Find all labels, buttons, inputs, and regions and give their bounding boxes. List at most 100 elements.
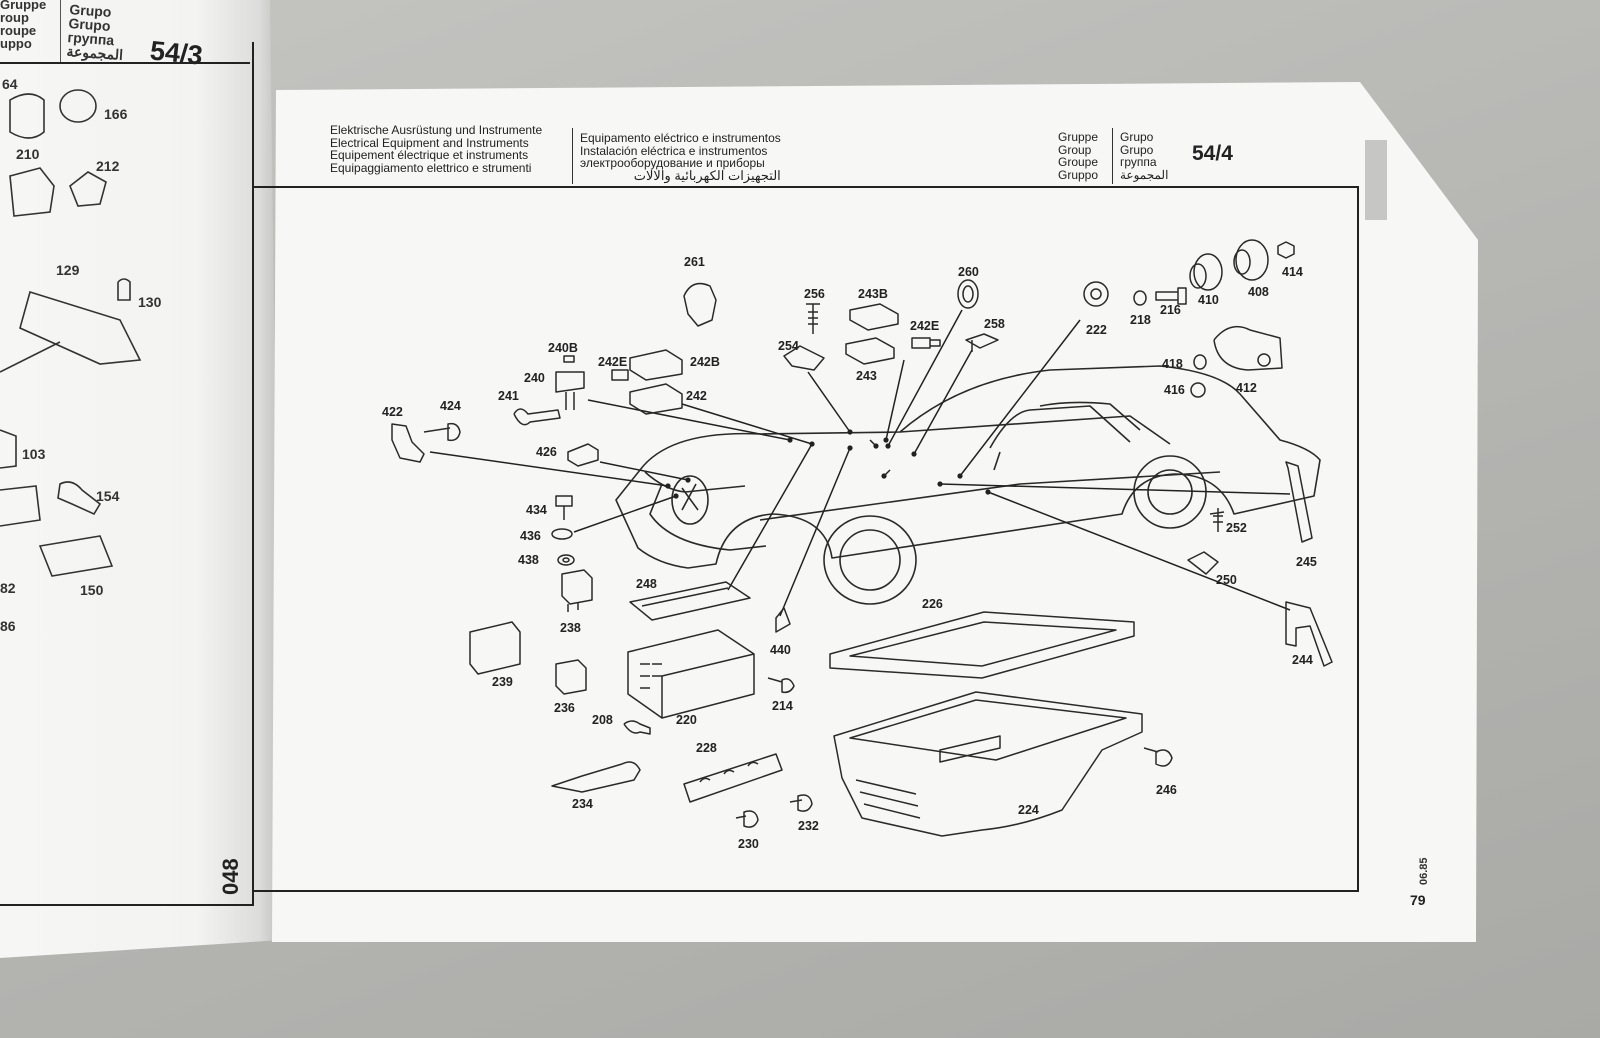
header-group-label: Grupo [1120, 142, 1154, 157]
leader-dots [665, 429, 991, 499]
part-label: 256 [804, 287, 825, 301]
part-label: 244 [1292, 653, 1313, 667]
header-line: Electrical Equipment and Instruments [330, 135, 529, 150]
part-label: 222 [1086, 323, 1107, 337]
part-label: 434 [526, 503, 547, 517]
header-group-labels: Gruppe Group Groupe Gruppo [1058, 131, 1098, 181]
header-line: Equipamento eléctrico e instrumentos [580, 131, 781, 145]
header-group-label: Group [1058, 142, 1092, 157]
left-part-number: 210 [16, 146, 40, 162]
header-line: التجهيزات الكهربائية والالات [633, 167, 781, 183]
header-line: Equipement électrique et instruments [330, 148, 529, 162]
part-label: 230 [738, 837, 759, 851]
left-part-number: 150 [80, 582, 104, 598]
car-outline-drawing [615, 365, 1321, 605]
part-label: 243B [858, 287, 888, 301]
left-group-labels: Gruppe roup roupe uppo [0, 0, 46, 50]
left-part-number: 129 [56, 262, 80, 278]
left-part-number: 82 [0, 580, 16, 596]
part-label: 424 [440, 399, 461, 413]
edition-date: 06.85 [1418, 857, 1430, 885]
part-label: 438 [518, 553, 539, 567]
part-label: 218 [1130, 313, 1151, 327]
part-label: 248 [636, 577, 657, 591]
left-header-separator [60, 0, 61, 62]
header-line: Equipaggiamento elettrico e strumenti [330, 160, 532, 175]
left-group-label: Gruppe [0, 0, 47, 12]
part-label: 254 [778, 339, 799, 353]
left-page: Gruppe roup roupe uppo Grupo Grupo групп… [0, 0, 282, 958]
page-edge-tab [1365, 140, 1387, 220]
part-label: 242E [598, 355, 627, 369]
diagram-frame [252, 186, 1359, 892]
left-group-label: roupe [0, 23, 37, 38]
part-label: 261 [684, 255, 705, 269]
part-label: 239 [492, 675, 513, 689]
part-label: 250 [1216, 573, 1237, 587]
right-page [272, 82, 1478, 942]
part-label: 240B [548, 341, 578, 355]
part-label: 216 [1160, 303, 1181, 317]
part-label: 241 [498, 389, 519, 403]
header-group-number: 54/4 [1192, 142, 1233, 165]
part-label: 418 [1162, 357, 1183, 371]
part-label: 240 [524, 371, 545, 385]
part-label: 224 [1018, 803, 1039, 817]
part-label: 226 [922, 597, 943, 611]
part-label: 414 [1282, 265, 1303, 279]
header-group-labels-2: Grupo Grupo группа المجموعة [1120, 131, 1168, 181]
header-group-label: المجموعة [1120, 167, 1169, 182]
part-label: 422 [382, 405, 403, 419]
part-label: 410 [1198, 293, 1219, 307]
leader-lines [429, 309, 1291, 617]
left-group-label: uppo [0, 36, 32, 51]
part-label: 246 [1156, 783, 1177, 797]
part-label: 242B [690, 355, 720, 369]
part-label: 436 [520, 529, 541, 543]
part-labels: 261 256 243B 260 242E 258 254 243 240B 2… [382, 255, 1317, 851]
part-label: 440 [770, 643, 791, 657]
header-col-de-en-fr-it: Elektrische Ausrüstung und Instrumente E… [330, 124, 542, 174]
header-group-label: Gruppe [1058, 130, 1099, 144]
header-group-label: Gruppo [1058, 167, 1099, 182]
left-part-number: 130 [138, 294, 162, 310]
part-label: 242 [686, 389, 707, 403]
left-part-number: 166 [104, 106, 128, 122]
header-line: Elektrische Ausrüstung und Instrumente [330, 123, 543, 137]
part-label: 426 [536, 445, 557, 459]
part-label: 258 [984, 317, 1005, 331]
left-page-drawings [0, 89, 142, 577]
header-group-label: группа [1120, 155, 1157, 169]
part-label: 214 [772, 699, 793, 713]
part-label: 412 [1236, 381, 1257, 395]
part-label: 238 [560, 621, 581, 635]
part-label: 243 [856, 369, 877, 383]
header-separator [1112, 128, 1113, 184]
part-label: 416 [1164, 383, 1185, 397]
left-part-number: 103 [22, 446, 46, 462]
page-header: Elektrische Ausrüstung und Instrumente E… [326, 124, 1366, 190]
header-group-label: Grupo [1120, 130, 1154, 144]
left-part-number: 154 [96, 488, 120, 504]
left-header-rule [0, 62, 250, 64]
left-group-label: roup [0, 10, 29, 25]
header-line: Instalación eléctrica e instrumentos [580, 143, 768, 158]
part-label: 245 [1296, 555, 1317, 569]
left-part-number: 212 [96, 158, 120, 174]
part-label: 232 [798, 819, 819, 833]
part-label: 234 [572, 797, 593, 811]
page-number: 79 [1410, 892, 1426, 908]
part-label: 220 [676, 713, 697, 727]
part-label: 236 [554, 701, 575, 715]
left-part-number: 64 [2, 76, 18, 92]
parts-drawings [391, 239, 1333, 837]
left-part-number: 86 [0, 618, 16, 634]
part-label: 208 [592, 713, 613, 727]
part-label: 242E [910, 319, 939, 333]
header-group-label: Groupe [1058, 155, 1099, 169]
part-label: 408 [1248, 285, 1269, 299]
header-separator [572, 128, 573, 184]
part-label: 260 [958, 265, 979, 279]
part-label: 228 [696, 741, 717, 755]
